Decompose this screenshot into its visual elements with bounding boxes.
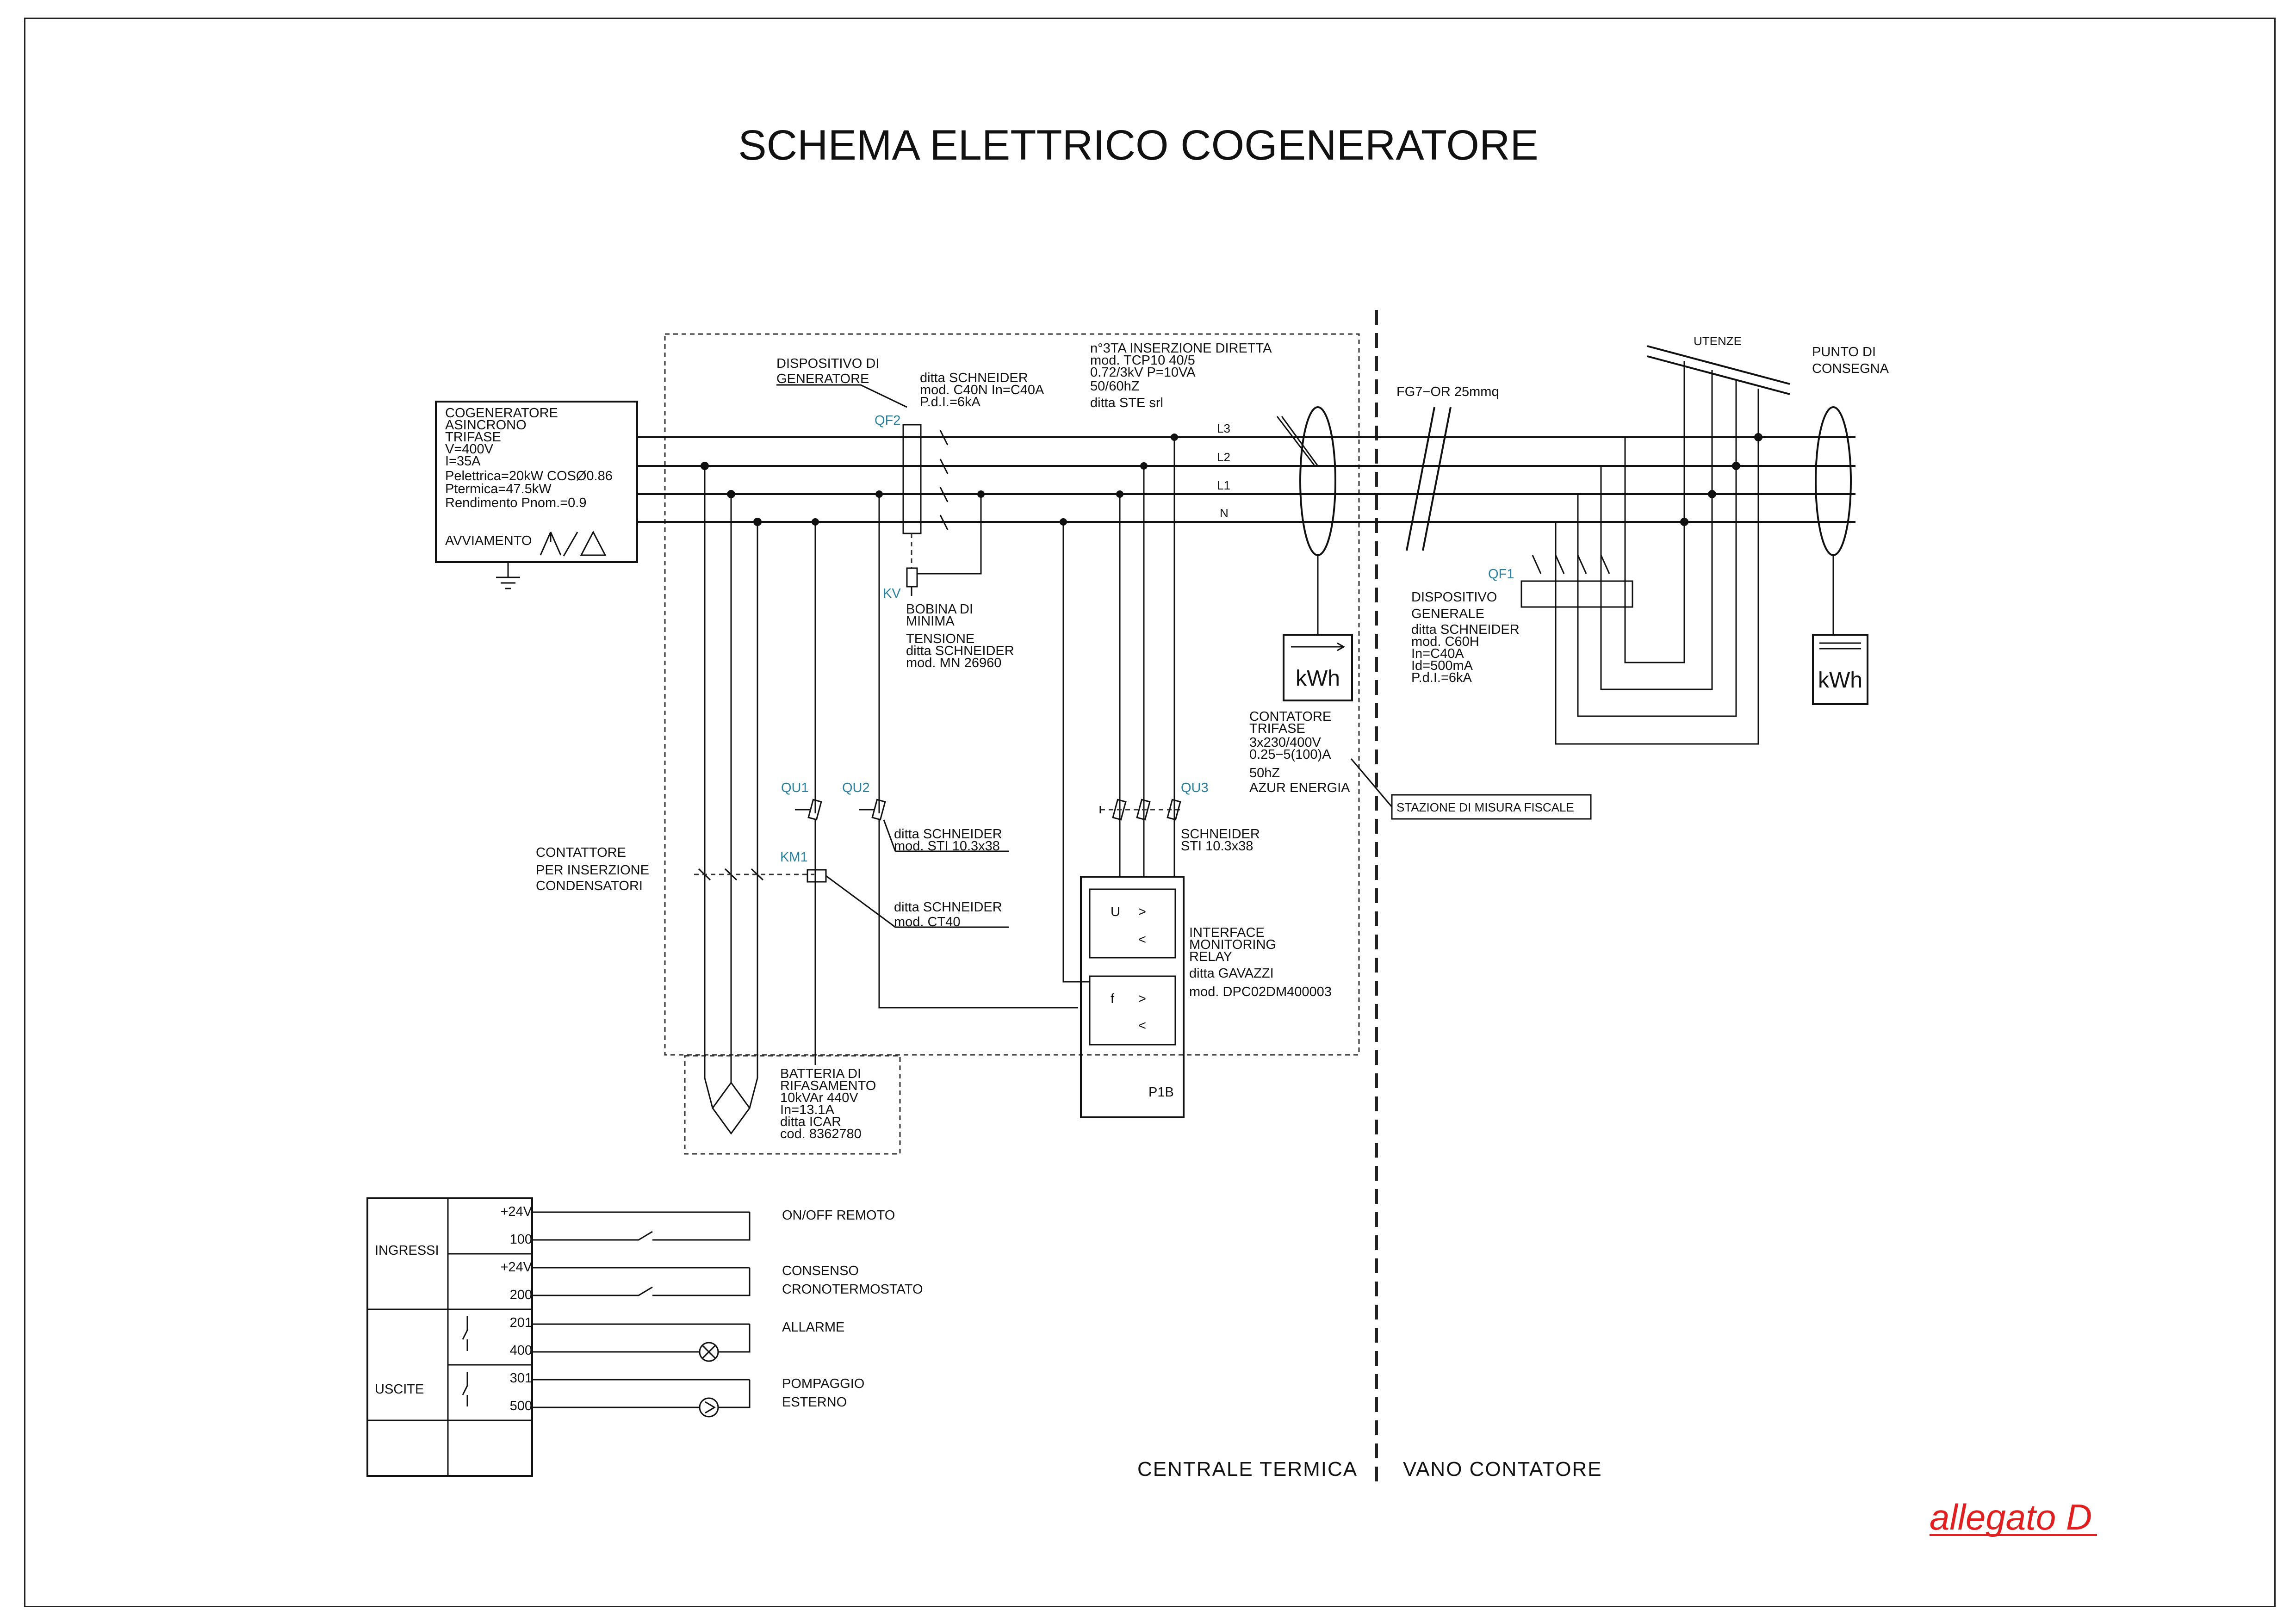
contactor-specs: ditta SCHNEIDER mod. CT40 bbox=[894, 900, 1006, 929]
terminal-500: 500 bbox=[510, 1399, 532, 1413]
terminal-24v-b: +24V bbox=[500, 1260, 532, 1275]
qf1-tag: QF1 bbox=[1488, 567, 1514, 582]
utenze-bus: UTENZE bbox=[1647, 334, 1790, 395]
terminal-301: 301 bbox=[510, 1371, 532, 1386]
qf2-specs: ditta SCHNEIDER mod. C40N In=C40A P.d.I.… bbox=[920, 371, 1047, 409]
energy-meter: kWh CONTATORE TRIFASE 3x230/400V 0.25−5(… bbox=[1249, 634, 1353, 795]
delivery-label: PUNTO DI CONSEGNA bbox=[1812, 345, 1889, 376]
signal-onoff-remote: ON/OFF REMOTO bbox=[782, 1208, 895, 1223]
inputs-label: INGRESSI bbox=[375, 1243, 439, 1258]
qf2-tag: QF2 bbox=[875, 413, 900, 428]
station-label-box: STAZIONE DI MISURA FISCALE bbox=[1350, 758, 1592, 820]
ta-transformer: n°3TA INSERZIONE DIRETTA mod. TCP10 40/5… bbox=[1090, 341, 1336, 635]
relay-u-gt: > bbox=[1138, 904, 1146, 919]
ta-specs: n°3TA INSERZIONE DIRETTA mod. TCP10 40/5… bbox=[1090, 341, 1275, 410]
utility-bus bbox=[1555, 361, 1855, 745]
capacitor-battery: BATTERIA DI RIFASAMENTO 10kVAr 440V In=1… bbox=[704, 1066, 880, 1141]
outputs-label: USCITE bbox=[375, 1382, 424, 1397]
relay-u-label: U bbox=[1111, 904, 1120, 919]
signal-pompaggio: POMPAGGIO ESTERNO bbox=[782, 1376, 868, 1410]
qu3-tag: QU3 bbox=[1181, 781, 1209, 795]
km1-tag: KM1 bbox=[780, 850, 808, 865]
delivery-meter-display: kWh bbox=[1818, 668, 1862, 693]
phase-label-l2: L2 bbox=[1217, 450, 1230, 464]
relay-u-lt: < bbox=[1138, 932, 1146, 947]
station-label: STAZIONE DI MISURA FISCALE bbox=[1396, 800, 1574, 814]
signal-allarme: ALLARME bbox=[782, 1320, 844, 1335]
qu1-qu2-fuses: QU1 QU2 KM1 ditta SCHNEIDER mod. STI 10.… bbox=[780, 490, 1078, 1065]
kv-coil: KV BOBINA DI MINIMA TENSIONE ditta SCHNE… bbox=[883, 490, 1018, 670]
phase-label-n: N bbox=[1220, 506, 1229, 520]
qf1-breaker: QF1 DISPOSITIVO GENERALE ditta SCHNEIDER… bbox=[1411, 555, 1633, 685]
qf1-specs: DISPOSITIVO GENERALE ditta SCHNEIDER mod… bbox=[1411, 590, 1523, 685]
meter-specs: CONTATORE TRIFASE 3x230/400V 0.25−5(100)… bbox=[1249, 709, 1350, 795]
terminal-100: 100 bbox=[510, 1232, 532, 1247]
contactor-label: CONTATTORE PER INSERZIONE CONDENSATORI bbox=[536, 845, 653, 893]
cable-break: FG7−OR 25mmq bbox=[1396, 384, 1499, 551]
meter-display: kWh bbox=[1296, 666, 1340, 691]
battery-specs: BATTERIA DI RIFASAMENTO 10kVAr 440V In=1… bbox=[780, 1066, 880, 1141]
attachment-label: allegato D bbox=[1930, 1497, 2092, 1537]
battery-enclosure bbox=[684, 1055, 901, 1155]
io-terminal-table: INGRESSI USCITE +24V 100 +24V 200 201 40… bbox=[366, 1197, 923, 1477]
phase-label-l3: L3 bbox=[1217, 421, 1230, 435]
generator-specs: COGENERATORE ASINCRONO TRIFASE V=400V I=… bbox=[445, 406, 616, 510]
relay-specs: INTERFACE MONITORING RELAY ditta GAVAZZI… bbox=[1189, 925, 1332, 999]
terminal-24v-a: +24V bbox=[500, 1204, 532, 1219]
signal-consenso: CONSENSO CRONOTERMOSTATO bbox=[782, 1264, 923, 1297]
generator-box: COGENERATORE ASINCRONO TRIFASE V=400V I=… bbox=[435, 401, 638, 589]
cable-label: FG7−OR 25mmq bbox=[1396, 384, 1499, 399]
phase-label-l1: L1 bbox=[1217, 478, 1230, 492]
delivery-point: kWh PUNTO DI CONSEGNA bbox=[1812, 345, 1889, 705]
panel-enclosure bbox=[664, 333, 1360, 1056]
kv-specs: BOBINA DI MINIMA TENSIONE ditta SCHNEIDE… bbox=[906, 602, 1018, 670]
capacitor-branch: CONTATTORE PER INSERZIONE CONDENSATORI bbox=[536, 462, 814, 1078]
terminal-400: 400 bbox=[510, 1343, 532, 1358]
terminal-200: 200 bbox=[510, 1288, 532, 1302]
page-frame bbox=[24, 18, 2276, 1607]
star-delta-icon bbox=[540, 530, 607, 557]
kv-tag: KV bbox=[883, 586, 901, 601]
utenze-label: UTENZE bbox=[1694, 334, 1742, 348]
qu-specs: ditta SCHNEIDER mod. STI 10.3x38 bbox=[894, 827, 1006, 854]
qf2-title: DISPOSITIVO DI GENERATORE bbox=[776, 356, 883, 386]
lamp-icon bbox=[699, 1342, 719, 1362]
qu3-specs: SCHNEIDER STI 10.3x38 bbox=[1181, 827, 1264, 854]
relay-f-gt: > bbox=[1138, 991, 1146, 1006]
start-label: AVVIAMENTO bbox=[445, 533, 532, 548]
pump-icon bbox=[699, 1397, 719, 1418]
qu2-tag: QU2 bbox=[842, 781, 870, 795]
page-title: SCHEMA ELETTRICO COGENERATORE bbox=[738, 122, 1539, 169]
zone-label-right: VANO CONTATORE bbox=[1403, 1458, 1602, 1481]
qu3-fuses: QU3 SCHNEIDER STI 10.3x38 bbox=[1060, 434, 1264, 983]
interface-relay: U > < f > < P1B INTERFACE MONITORING REL… bbox=[1080, 876, 1332, 1118]
zone-label-left: CENTRALE TERMICA bbox=[1137, 1458, 1358, 1481]
ground-icon bbox=[496, 562, 520, 589]
qf2-breaker: QF2 DISPOSITIVO DI GENERATORE ditta SCHN… bbox=[776, 356, 1047, 568]
relay-tag: P1B bbox=[1148, 1085, 1174, 1100]
terminal-201: 201 bbox=[510, 1315, 532, 1330]
relay-f-label: f bbox=[1111, 991, 1115, 1006]
main-bus: L3 L2 L1 N bbox=[637, 421, 1625, 523]
relay-f-lt: < bbox=[1138, 1018, 1146, 1033]
qu1-tag: QU1 bbox=[781, 781, 809, 795]
